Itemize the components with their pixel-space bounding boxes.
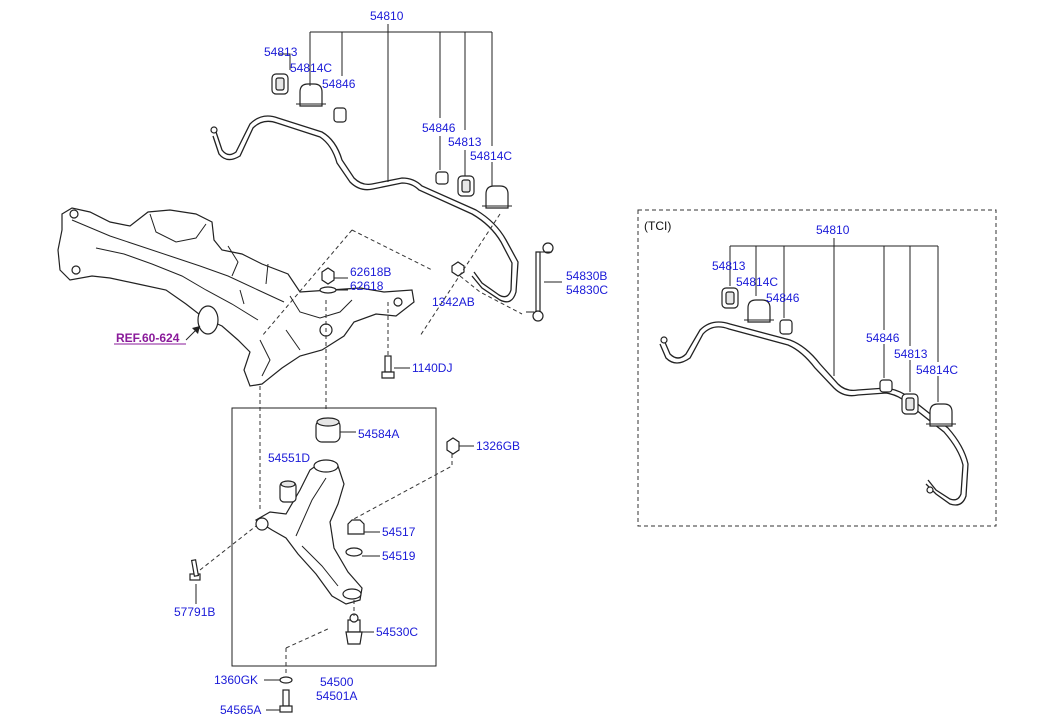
nut-1342ab — [451, 261, 523, 315]
bushing-54813-mid — [457, 175, 475, 197]
label-54813-mid: 54813 — [448, 135, 482, 149]
tci-stabilizer-bar — [659, 321, 969, 506]
label-54500: 54500 — [320, 675, 354, 689]
ball-joint-54530c — [345, 600, 374, 645]
nut-1360gk — [264, 627, 331, 684]
label-54501a: 54501A — [316, 689, 357, 703]
tci-title: (TCI) — [644, 219, 671, 233]
label-54565a: 54565A — [220, 703, 261, 717]
label-54814c-mid: 54814C — [470, 149, 512, 163]
label-54846-mid: 54846 — [422, 121, 456, 135]
clamp-54814c-top — [296, 83, 326, 107]
tci-bushing-54813-a — [721, 287, 739, 309]
lower-control-arm — [254, 459, 363, 605]
tci-label-54846-b: 54846 — [866, 331, 900, 345]
label-1140dj: 1140DJ — [412, 361, 452, 375]
tci-label-54846-a: 54846 — [766, 291, 800, 305]
tci-leaders — [729, 238, 939, 402]
label-54551d: 54551D — [268, 451, 310, 465]
label-1326gb: 1326GB — [476, 439, 520, 453]
ref-label[interactable]: REF.60-624 — [116, 331, 180, 345]
tci-box — [637, 209, 997, 527]
guide-lines-subframe — [259, 213, 501, 510]
label-54584a: 54584A — [358, 427, 399, 441]
nut-62618b — [321, 267, 348, 285]
bushing-54551d — [279, 480, 297, 503]
tci-bushing-54846-a — [779, 319, 793, 335]
stabilizer-link-54830 — [526, 242, 562, 322]
bushing-54846-mid — [435, 171, 449, 185]
lower-arm-box — [231, 407, 437, 667]
washer-62618 — [319, 286, 348, 294]
leader-54810-top — [278, 24, 493, 186]
tci-label-54810: 54810 — [816, 223, 850, 237]
label-1360gk: 1360GK — [214, 673, 258, 687]
label-54519: 54519 — [382, 549, 416, 563]
tci-bushing-54846-b — [879, 379, 893, 393]
bolt-1140dj — [381, 302, 410, 379]
bushing-54813-top — [271, 73, 289, 95]
tci-clamp-54814c-a — [744, 299, 774, 323]
tci-label-54814c-a: 54814C — [736, 275, 778, 289]
nut-1326gb — [351, 437, 474, 521]
label-54846-top: 54846 — [322, 77, 356, 91]
tci-label-54813-a: 54813 — [712, 259, 746, 273]
ring-54519 — [345, 547, 380, 557]
label-54830b: 54830B — [566, 269, 607, 283]
nut-54517 — [347, 519, 380, 535]
bolt-57791b — [189, 525, 257, 604]
label-54517: 54517 — [382, 525, 416, 539]
bushing-54846-top — [333, 107, 347, 123]
tci-bushing-54813-b — [901, 393, 919, 415]
subframe-crossmember — [57, 207, 415, 387]
label-54530c: 54530C — [376, 625, 418, 639]
label-54810-top: 54810 — [370, 9, 404, 23]
label-54830c: 54830C — [566, 283, 608, 297]
label-62618: 62618 — [350, 279, 384, 293]
stabilizer-bar — [210, 115, 519, 303]
tci-clamp-54814c-b — [926, 403, 956, 427]
ref-arrow — [114, 325, 201, 345]
bolt-54565a — [266, 689, 293, 713]
tci-label-54814c-b: 54814C — [916, 363, 958, 377]
label-1342ab: 1342AB — [432, 295, 475, 309]
label-54813-top: 54813 — [264, 45, 298, 59]
label-62618b: 62618B — [350, 265, 391, 279]
tci-label-54813-b: 54813 — [894, 347, 928, 361]
label-54814c-top: 54814C — [290, 61, 332, 75]
bushing-54584a — [315, 417, 356, 443]
clamp-54814c-mid — [482, 185, 512, 209]
label-57791b: 57791B — [174, 605, 215, 619]
